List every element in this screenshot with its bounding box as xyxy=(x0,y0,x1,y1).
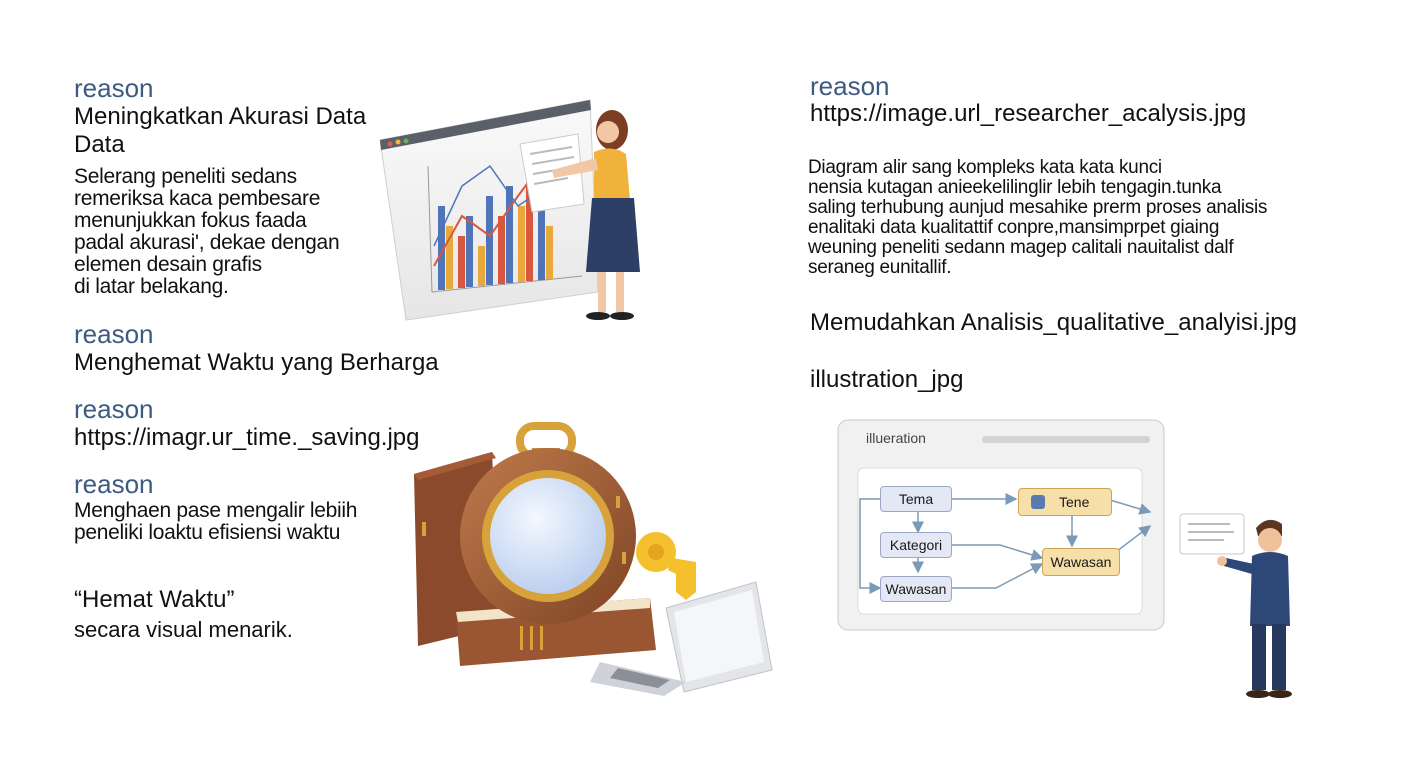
section-body: Selerang peneliti sedans remeriksa kaca … xyxy=(74,165,340,298)
diagram-node-wawasan: Wawasan xyxy=(880,576,952,602)
image-url: https://imagr.ur_time._saving.jpg xyxy=(74,424,420,451)
description-line: Diagram alir sang kompleks kata kata kun… xyxy=(808,157,1162,178)
body-line: Selerang peneliti sedans xyxy=(74,165,297,188)
diagram-node-wawasan-right: Wawasan xyxy=(1042,548,1120,576)
body-line: remeriksa kaca pembesare xyxy=(74,187,321,210)
reason-label: reason xyxy=(74,469,154,499)
body-line: peneliki loaktu efisiensi waktu xyxy=(74,521,341,544)
section-title: Meningkatkan Akurasi Data Data xyxy=(74,103,366,159)
reason-label: reason xyxy=(74,73,154,103)
description: Diagram alir sang kompleks kata kata kun… xyxy=(808,158,1267,278)
presenter-figure xyxy=(1217,519,1292,698)
body-line: Menghaen pase mengalir lebiih xyxy=(74,499,358,522)
diagram-window-title: illueration xyxy=(866,430,926,446)
researcher-chart-illustration xyxy=(379,99,640,321)
description-line: seraneg eunitallif. xyxy=(808,257,952,278)
body-line: padal akurasi', dekae dengan xyxy=(74,231,340,254)
quote-title: “Hemat Waktu” xyxy=(74,586,235,613)
title-line: Meningkatkan Akurasi Data xyxy=(74,103,367,130)
node-label: Tene xyxy=(1059,494,1090,510)
title-line: Data xyxy=(74,131,125,158)
researcher-figure xyxy=(552,110,640,320)
image-url: https://image.url_researcher_acalysis.jp… xyxy=(810,100,1247,127)
books-stack xyxy=(414,452,656,666)
body-line: elemen desain grafis xyxy=(74,253,262,276)
caption: Memudahkan Analisis_qualitative_analyisi… xyxy=(810,309,1297,336)
presenter-illustration xyxy=(1179,513,1292,698)
diagram-node-tene: Tene xyxy=(1018,488,1112,516)
diagram-node-kategori: Kategori xyxy=(880,532,952,558)
reason-label: reason xyxy=(810,71,890,101)
bar-chart xyxy=(433,135,569,290)
key-handle-icon xyxy=(636,532,696,600)
quote-subtitle: secara visual menarik. xyxy=(74,617,293,642)
section-title: Menghemat Waktu yang Berharga xyxy=(74,349,439,376)
body-line: menunjukkan fokus faada xyxy=(74,209,307,232)
time-saving-illustration xyxy=(414,422,773,696)
note-card xyxy=(1179,513,1245,555)
diagram-node-tema: Tema xyxy=(880,486,952,512)
body-line: di latar belakang. xyxy=(74,275,229,298)
description-line: saling terhubung aunjud mesahike prerm p… xyxy=(808,197,1268,218)
laptop-icon xyxy=(590,581,773,696)
reason-label: reason xyxy=(74,394,154,424)
description-line: weuning peneliti sedann magep calitali n… xyxy=(808,237,1234,258)
description-line: enalitaki data kualitattif conpre,mansim… xyxy=(808,217,1220,238)
description-line: nensia kutagan anieekelilinglir lebih te… xyxy=(808,177,1222,198)
node-badge-icon xyxy=(1031,495,1045,509)
section-body: Menghaen pase mengalir lebiih peneliki l… xyxy=(74,500,357,544)
magnifier-icon xyxy=(460,422,636,624)
reason-label: reason xyxy=(74,319,154,349)
caption: illustration_jpg xyxy=(810,366,964,393)
